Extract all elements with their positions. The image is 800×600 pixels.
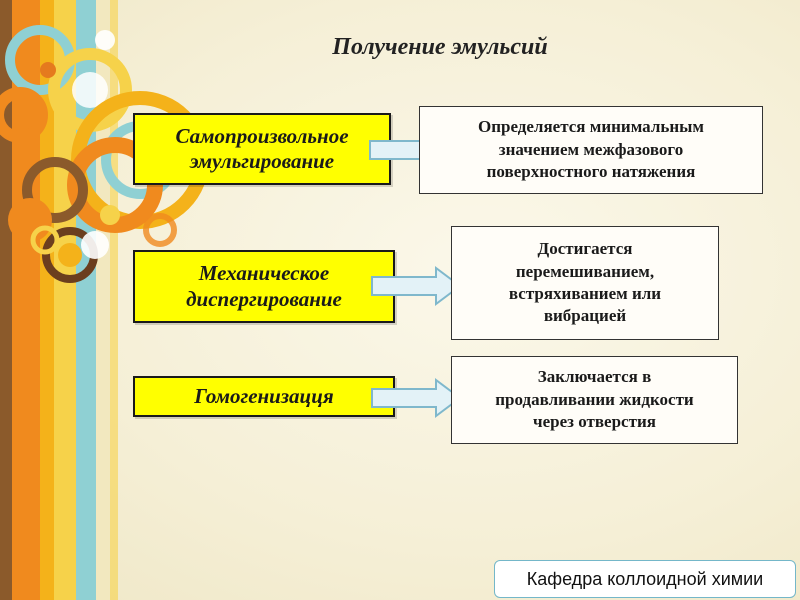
description-box-homogenization: Заключается в продавливании жидкости чер… [451,356,738,444]
description-text: Определяется минимальным значением межфа… [477,117,705,182]
method-box-spontaneous: Самопроизвольное эмульгирование [133,113,391,185]
method-label: Гомогенизацця [194,383,334,408]
description-text: Достигается перемешиванием, встряхивание… [508,239,662,326]
method-box-homogenization: Гомогенизацця [133,376,395,417]
method-box-mechanical: Механическое диспергирование [133,250,395,323]
right-arrow-icon [371,266,462,306]
method-label: Самопроизвольное эмульгирование [175,123,349,173]
footer-department-label: Кафедра коллоидной химии [494,560,796,598]
description-box-spontaneous: Определяется минимальным значением межфа… [419,106,763,194]
method-label: Механическое диспергирование [186,261,342,311]
description-text: Заключается в продавливании жидкости чер… [495,367,694,432]
right-arrow-icon [371,378,462,418]
slide-title: Получение эмульсий [332,34,548,60]
decorative-circles [0,0,209,600]
footer-text: Кафедра коллоидной химии [526,568,764,589]
description-box-mechanical: Достигается перемешиванием, встряхивание… [451,226,719,340]
